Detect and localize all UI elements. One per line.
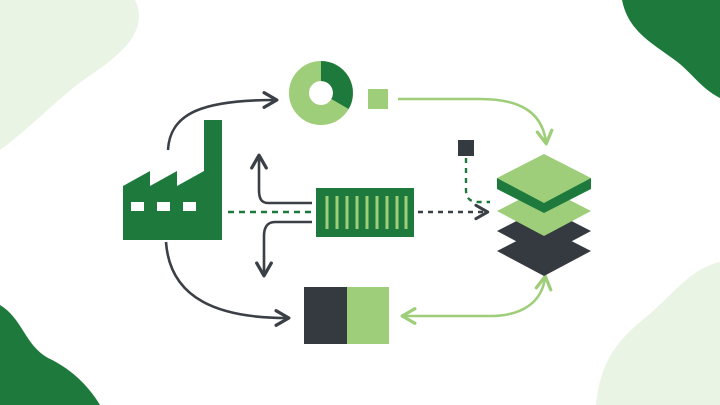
connector-branch-down	[255, 220, 312, 278]
connector-square-to-stack	[398, 97, 554, 146]
donut-chart-icon	[289, 61, 353, 125]
corner-blob-bottom-right	[596, 262, 720, 405]
connector-factory-to-donut	[166, 91, 279, 151]
factory-icon	[123, 120, 222, 240]
corner-blob-top-right	[622, 0, 720, 98]
shipping-container-icon	[316, 188, 414, 237]
corner-blob-top-left	[0, 0, 140, 150]
connector-factory-to-split-block	[164, 241, 291, 327]
connector-branch-up	[250, 153, 312, 205]
corner-blob-bottom-left	[0, 305, 100, 405]
light-square-icon	[368, 89, 388, 109]
connector-square-to-stack-dashed	[464, 158, 490, 204]
connector-stack-split-bidirectional	[400, 274, 553, 325]
split-block-icon	[304, 287, 389, 344]
dark-square-icon	[458, 140, 474, 156]
layered-stack-icon	[497, 154, 591, 276]
